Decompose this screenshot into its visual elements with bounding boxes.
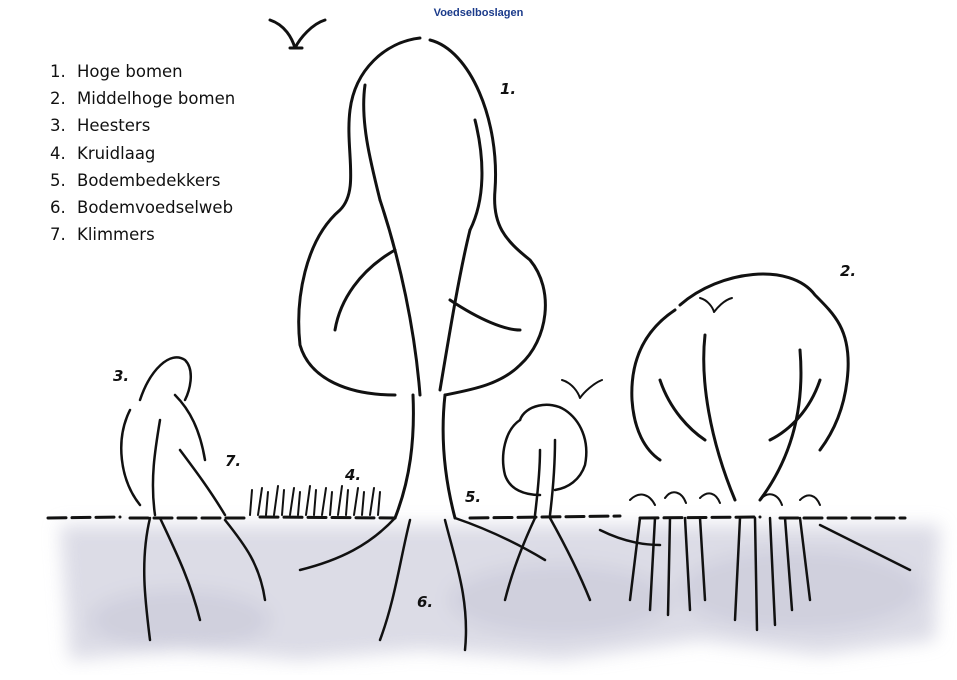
medium-tree [632,274,848,500]
legend-item: 6.Bodemvoedselweb [50,194,235,221]
small-tree [503,405,586,515]
bird-icon [700,298,732,312]
label-climbers: 7. [225,452,241,470]
herb-layer [250,486,380,515]
label-ground-cover: 5. [465,488,481,506]
bird-icon [562,380,602,398]
label-medium-tree: 2. [840,262,856,280]
ground-cover [630,492,820,505]
legend-item: 5.Bodembedekkers [50,167,235,194]
legend-item: 1.Hoge bomen [50,58,235,85]
tall-tree [299,38,546,518]
label-tall-tree: 1. [500,80,516,98]
label-soil-food-web: 6. [417,593,433,611]
ground-line [48,516,905,518]
label-herb-layer: 4. [345,466,361,484]
legend-item: 2.Middelhoge bomen [50,85,235,112]
legend-item: 4.Kruidlaag [50,140,235,167]
shrubs [121,357,225,515]
legend: 1.Hoge bomen 2.Middelhoge bomen 3.Heeste… [50,58,235,248]
bird-icon [270,20,325,48]
label-shrubs: 3. [113,367,129,385]
diagram-title: Voedselboslagen [0,7,957,19]
legend-item: 3.Heesters [50,112,235,139]
legend-item: 7.Klimmers [50,221,235,248]
